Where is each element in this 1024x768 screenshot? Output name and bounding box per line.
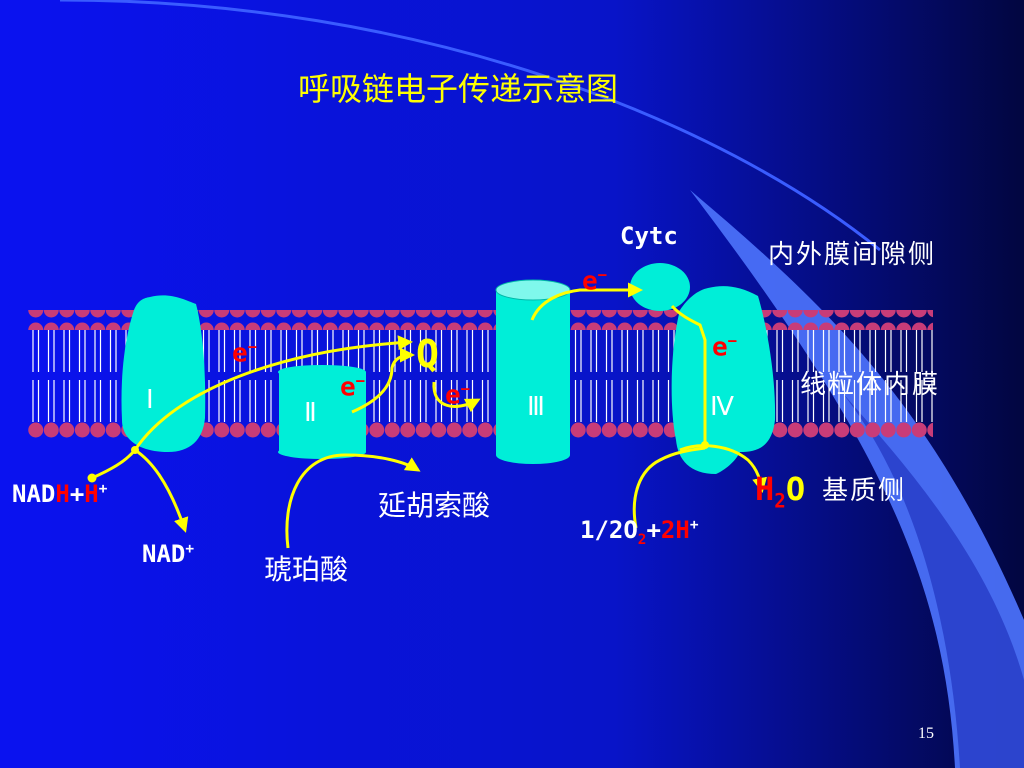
decor-arc	[59, 0, 881, 252]
slide-title: 呼吸链电子传递示意图	[298, 70, 619, 108]
complex-iv-label: Ⅳ	[710, 392, 734, 421]
inner-membrane-label: 线粒体内膜	[800, 370, 941, 400]
cytc-label: Cytc	[620, 222, 678, 250]
matrix-side-label: 基质侧	[822, 476, 907, 506]
nad-plus-label: NAD+	[142, 540, 195, 568]
page-number: 15	[918, 725, 934, 742]
electron-flow-arrows	[87, 282, 768, 549]
decor-wedge	[690, 190, 1024, 768]
fumarate-label: 延胡索酸	[378, 489, 491, 522]
complex-iii-label: Ⅲ	[527, 392, 545, 421]
complex-i-shape	[121, 295, 206, 452]
complex-ii-label: Ⅱ	[304, 398, 317, 427]
complex-i-label: Ⅰ	[146, 385, 154, 414]
complex-iv-shape	[671, 286, 776, 474]
electron-label-3: e−	[445, 380, 471, 411]
complex-iii-shape	[495, 279, 571, 464]
electron-label-5: e−	[712, 332, 738, 363]
electron-label-4: e−	[582, 266, 608, 297]
ubiquinone-label: Q	[416, 332, 439, 376]
complex-ii-shape	[278, 365, 366, 459]
electron-label-2: e−	[340, 372, 366, 403]
water-label: H2O	[755, 470, 806, 513]
succinate-label: 琥珀酸	[264, 553, 349, 586]
electron-label-1: e−	[232, 338, 258, 369]
cytc-shape	[630, 263, 690, 311]
decor-wedge-dark	[840, 390, 1024, 768]
oxygen-proton-label: 1/2O2+2H+	[580, 516, 699, 548]
nadh-label: NADH+H+	[12, 480, 108, 508]
intermembrane-space-label: 内外膜间隙侧	[768, 240, 937, 270]
